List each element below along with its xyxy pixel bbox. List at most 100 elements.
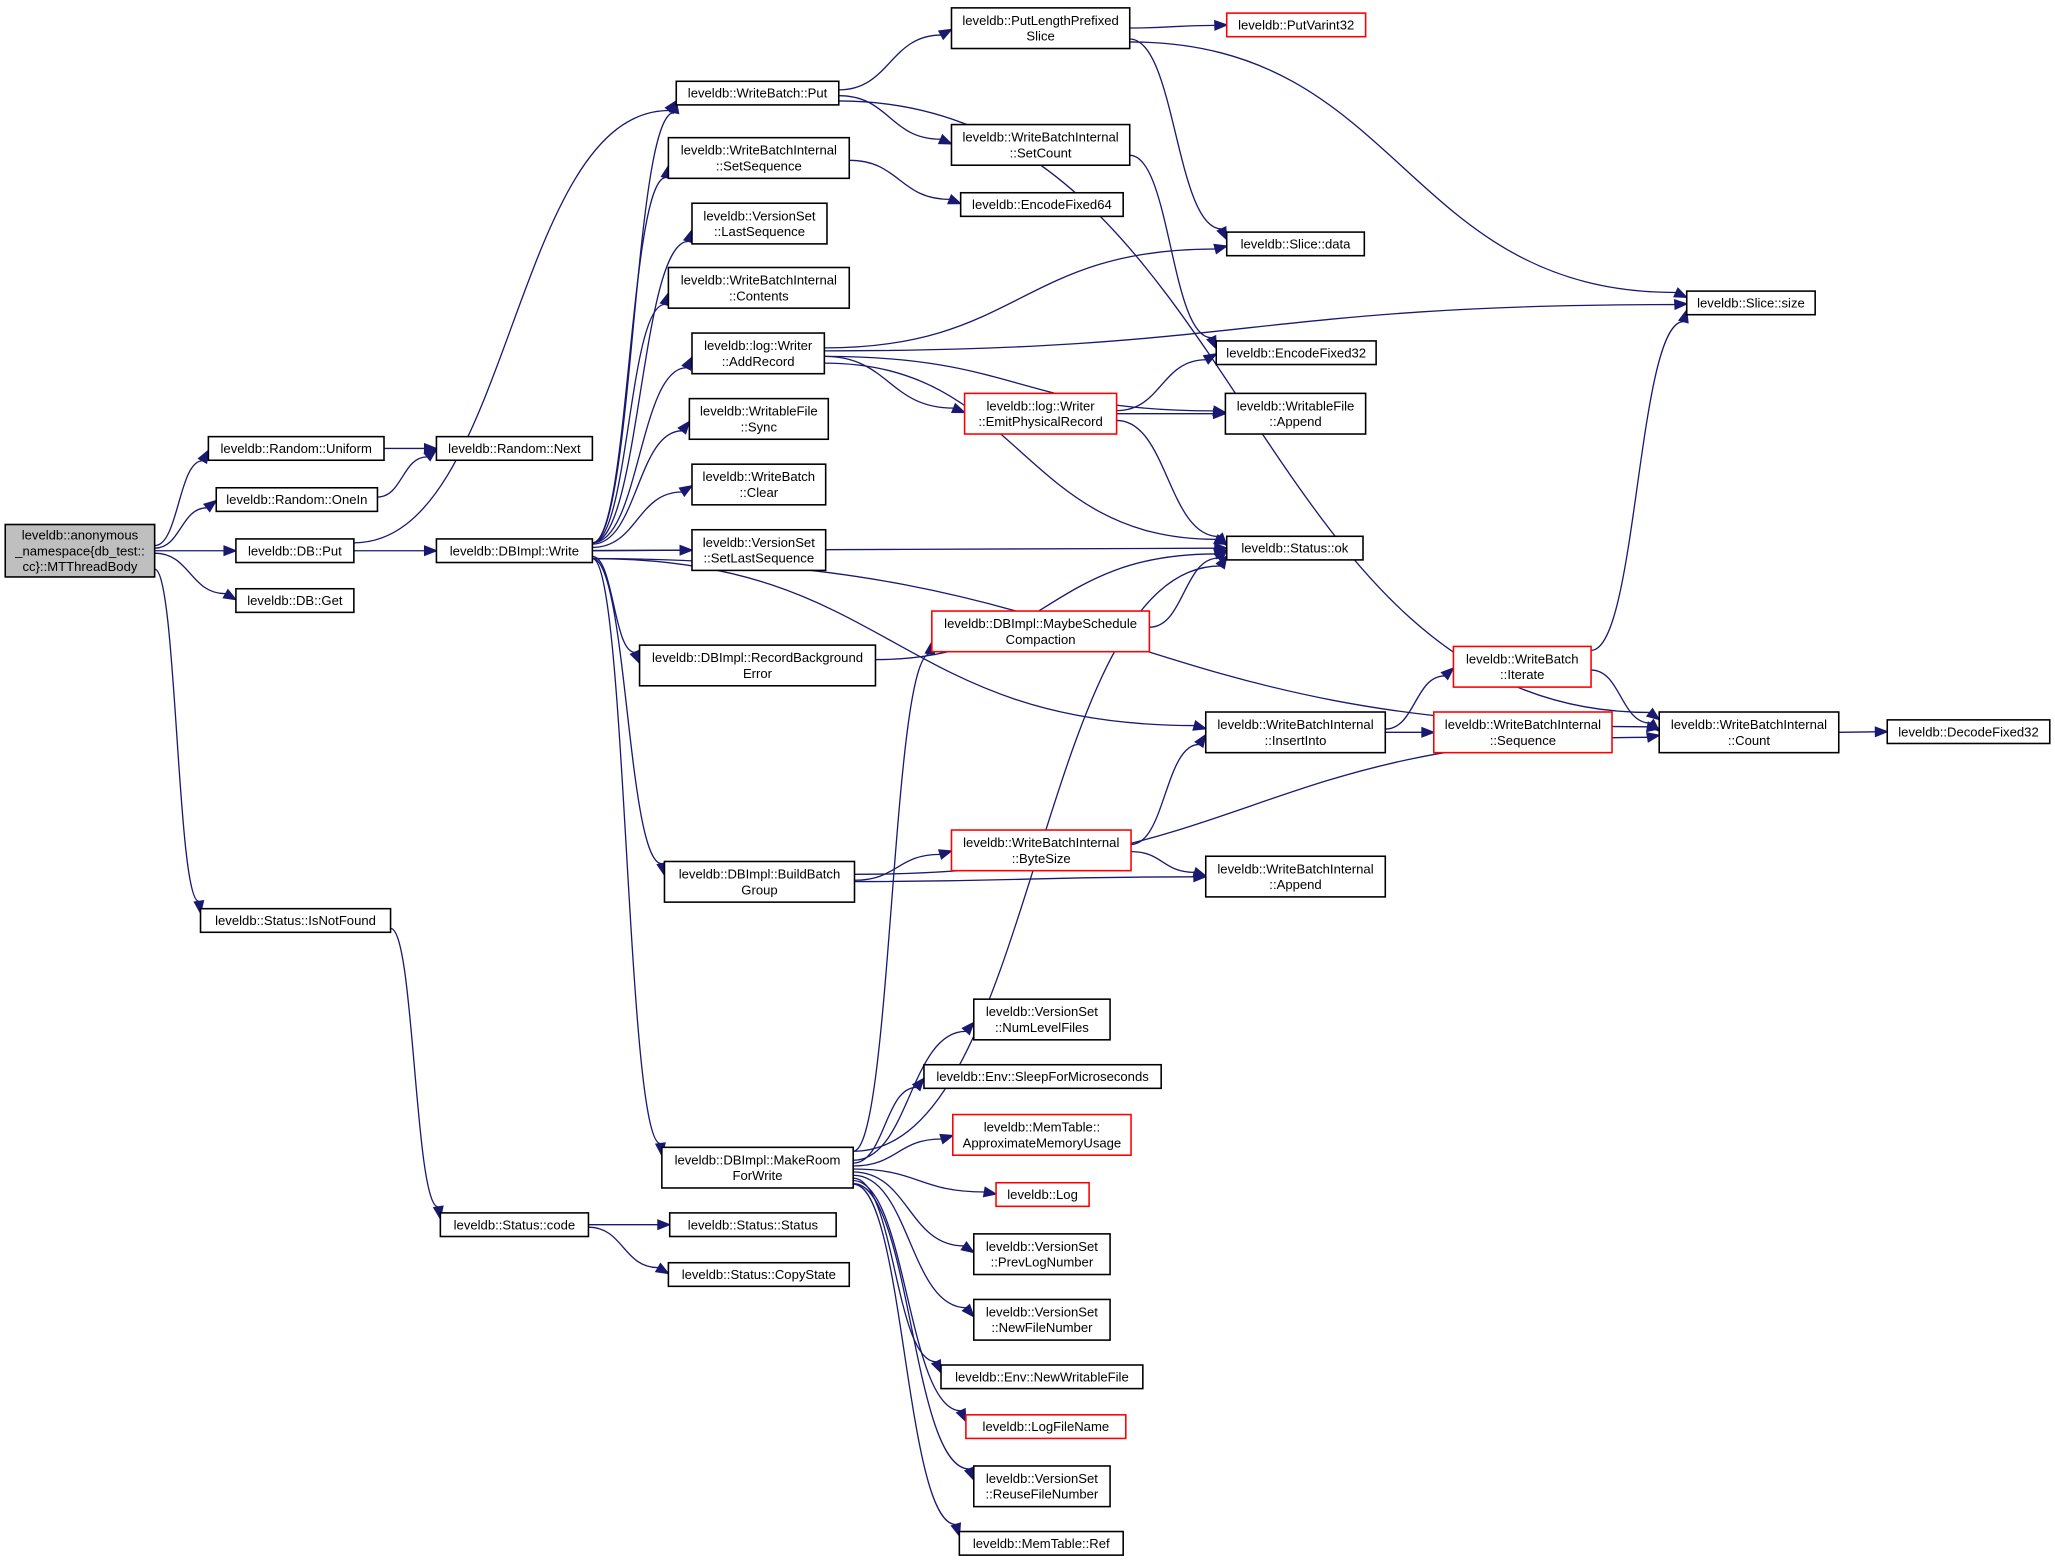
node-label: leveldb::WriteBatchInternal: [963, 835, 1119, 850]
node-status-copystate[interactable]: leveldb::Status::CopyState: [667, 1261, 851, 1288]
node-status-isnotfound[interactable]: leveldb::Status::IsNotFound: [199, 907, 392, 934]
node-decodefixed32[interactable]: leveldb::DecodeFixed32: [1886, 719, 2051, 745]
node-env-newwritablefile[interactable]: leveldb::Env::NewWritableFile: [940, 1364, 1144, 1390]
edge-line: [1130, 743, 1200, 846]
node-wbi-insertinto[interactable]: leveldb::WriteBatchInternal::InsertInto: [1204, 711, 1387, 754]
node-versionset-prevlognumber[interactable]: leveldb::VersionSet::PrevLogNumber: [972, 1233, 1111, 1276]
node-wbi-contents[interactable]: leveldb::WriteBatchInternal::Contents: [667, 266, 851, 309]
node-encodefixed32[interactable]: leveldb::EncodeFixed32: [1215, 340, 1377, 366]
arrowhead-icon: [423, 545, 439, 557]
node-box: [235, 538, 355, 564]
node-status-status[interactable]: leveldb::Status::Status: [668, 1212, 837, 1238]
node-versionset-newfilenumber[interactable]: leveldb::VersionSet::NewFileNumber: [972, 1298, 1111, 1341]
node-label: leveldb::VersionSet: [986, 1471, 1098, 1486]
node-wbi-count[interactable]: leveldb::WriteBatchInternal::Count: [1658, 711, 1840, 754]
node-writebatch-clear[interactable]: leveldb::WriteBatch::Clear: [691, 463, 827, 506]
node-versionset-numlevelfiles[interactable]: leveldb::VersionSet::NumLevelFiles: [972, 998, 1111, 1041]
edge-line: [1116, 359, 1206, 412]
node-random-next[interactable]: leveldb::Random::Next: [435, 435, 594, 462]
node-label: leveldb::Env::NewWritableFile: [955, 1369, 1129, 1384]
node-box: [675, 80, 840, 106]
edge-line: [849, 159, 950, 201]
node-memtable-approximatememoryusage[interactable]: leveldb::MemTable::ApproximateMemoryUsag…: [952, 1113, 1132, 1156]
node-writebatch-put[interactable]: leveldb::WriteBatch::Put: [675, 80, 840, 106]
node-box: [1886, 719, 2051, 745]
arrowhead-icon: [1192, 866, 1208, 878]
arrowhead-icon: [1440, 666, 1455, 681]
edge-line: [1129, 41, 1677, 294]
node-log[interactable]: leveldb::Log: [995, 1181, 1090, 1208]
arrowhead-icon: [654, 1262, 670, 1275]
node-label: leveldb::WriteBatch: [703, 469, 816, 484]
arrowhead-icon: [937, 133, 954, 145]
node-memtable-ref[interactable]: leveldb::MemTable::Ref: [958, 1530, 1124, 1556]
arrowhead-icon: [950, 1522, 962, 1538]
node-box: [965, 1414, 1127, 1440]
node-logwriter-emitphysicalrecord[interactable]: leveldb::log::Writer::EmitPhysicalRecord: [963, 392, 1118, 435]
node-slice-data[interactable]: leveldb::Slice::data: [1225, 231, 1366, 257]
node-label: ::LastSequence: [714, 224, 805, 239]
node-root[interactable]: leveldb::anonymous_namespace{db_test::cc…: [4, 523, 156, 578]
call-edge: [390, 927, 444, 1221]
node-versionset-lastsequence[interactable]: leveldb::VersionSet::LastSequence: [691, 202, 828, 245]
node-label: ::SetSequence: [716, 158, 802, 173]
node-versionset-setlastsequence[interactable]: leveldb::VersionSet::SetLastSequence: [691, 528, 827, 572]
node-box: [215, 486, 379, 513]
node-logfilename[interactable]: leveldb::LogFileName: [965, 1414, 1127, 1440]
node-label: leveldb::DBImpl::RecordBackground: [652, 650, 863, 665]
node-label: leveldb::WriteBatchInternal: [681, 273, 837, 288]
node-label: leveldb::WriteBatchInternal: [681, 143, 837, 158]
node-random-uniform[interactable]: leveldb::Random::Uniform: [207, 435, 385, 462]
node-slice-size[interactable]: leveldb::Slice::size: [1685, 290, 1816, 316]
node-putvarint32[interactable]: leveldb::PutVarint32: [1225, 12, 1367, 38]
call-edge: [853, 1133, 955, 1167]
node-logwriter-addrecord[interactable]: leveldb::log::Writer::AddRecord: [691, 332, 826, 375]
call-edge: [588, 1226, 670, 1275]
call-edge: [849, 159, 963, 205]
node-versionset-reusefilenumber[interactable]: leveldb::VersionSet::ReuseFileNumber: [972, 1465, 1111, 1508]
edge-line: [592, 176, 667, 544]
node-wbi-append[interactable]: leveldb::WriteBatchInternal::Append: [1204, 855, 1387, 898]
node-wbi-setcount[interactable]: leveldb::WriteBatchInternal::SetCount: [950, 123, 1131, 167]
node-wbi-bytesize[interactable]: leveldb::WriteBatchInternal::ByteSize: [950, 829, 1132, 872]
node-label: leveldb::DBImpl::MakeRoom: [675, 1152, 841, 1167]
node-label: leveldb::Slice::data: [1241, 236, 1352, 251]
call-edge: [592, 291, 671, 544]
node-box: [435, 538, 594, 564]
node-status-ok[interactable]: leveldb::Status::ok: [1225, 535, 1364, 561]
call-edge: [592, 420, 691, 545]
node-label: leveldb::DBImpl::MaybeSchedule: [944, 616, 1137, 631]
node-writebatch-iterate[interactable]: leveldb::WriteBatch::Iterate: [1452, 645, 1592, 688]
edge-line: [1590, 320, 1684, 652]
node-label: ::Contents: [729, 288, 789, 303]
node-label: leveldb::VersionSet: [986, 1004, 1098, 1019]
node-wbi-setsequence[interactable]: leveldb::WriteBatchInternal::SetSequence: [667, 136, 851, 180]
node-wbi-sequence[interactable]: leveldb::WriteBatchInternal::Sequence: [1432, 711, 1613, 754]
node-random-onein[interactable]: leveldb::Random::OneIn: [215, 486, 379, 513]
node-box: [691, 202, 828, 245]
node-label: ::NumLevelFiles: [995, 1020, 1089, 1035]
node-writablefile-sync[interactable]: leveldb::WritableFile::Sync: [688, 397, 830, 441]
call-edge: [1116, 408, 1228, 420]
edge-line: [853, 1086, 917, 1164]
node-writablefile-append[interactable]: leveldb::WritableFile::Append: [1224, 392, 1367, 435]
node-encodefixed64[interactable]: leveldb::EncodeFixed64: [959, 191, 1124, 218]
node-dbimpl-write[interactable]: leveldb::DBImpl::Write: [435, 538, 594, 564]
call-edge: [1131, 850, 1208, 878]
node-db-get[interactable]: leveldb::DB::Get: [235, 587, 355, 614]
edge-line: [592, 430, 683, 545]
node-status-code[interactable]: leveldb::Status::code: [439, 1212, 590, 1238]
node-label: leveldb::Status::IsNotFound: [215, 913, 376, 928]
edge-line: [1591, 669, 1651, 724]
node-env-sleepformicroseconds[interactable]: leveldb::Env::SleepForMicroseconds: [923, 1063, 1162, 1090]
node-db-put[interactable]: leveldb::DB::Put: [235, 538, 355, 564]
node-label: leveldb::Random::OneIn: [226, 492, 367, 507]
arrowhead-icon: [1673, 299, 1689, 311]
edge-line: [824, 355, 1214, 412]
call-edge: [592, 555, 641, 665]
